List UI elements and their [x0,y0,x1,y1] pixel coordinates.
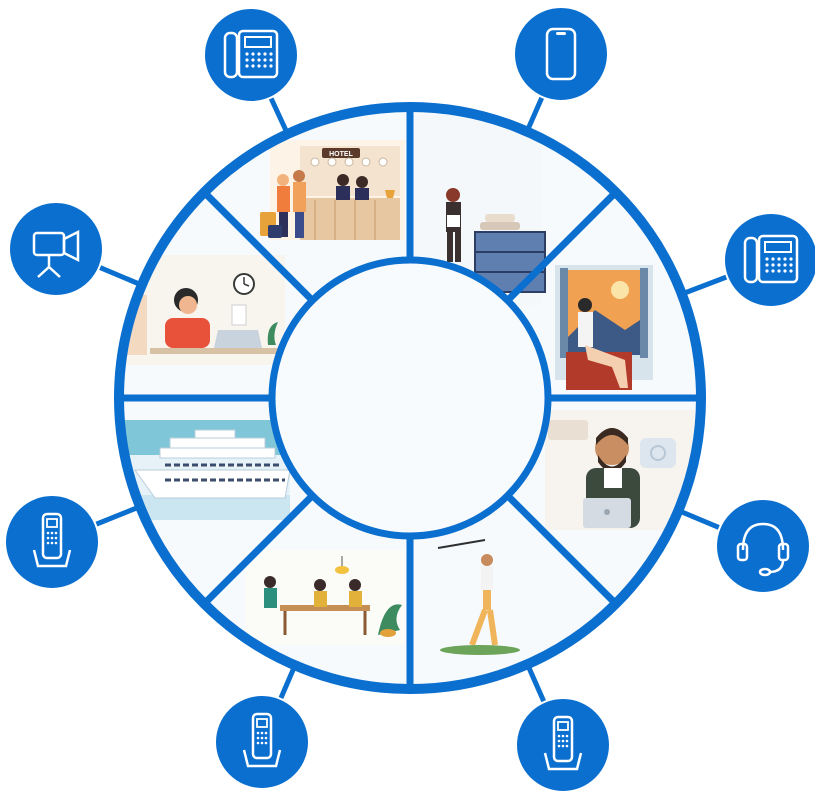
scene-golfer [412,530,552,680]
segment-separator [201,189,315,303]
device-node [214,694,310,790]
device-node [203,7,299,103]
scene-hotel-reception: HOTEL [260,140,405,240]
device-node [8,201,104,297]
device-node-circle [203,7,299,103]
device-node [4,494,100,590]
device-node [513,6,609,102]
outer-ring [114,102,706,694]
device-nodes [4,6,815,792]
device-node-circle [8,201,104,297]
hotel-sign [322,148,360,158]
device-node [515,697,611,792]
segment-separator [201,493,315,607]
scene-cruise-ship [121,420,291,520]
center-hub [268,256,552,540]
device-node-circle [723,212,815,308]
segment-separator [505,493,619,607]
device-node-circle [715,498,811,594]
scene-guest-window [555,265,653,390]
device-node [715,498,811,594]
scene-illustrations: HOTEL [121,115,695,680]
scene-call-center [545,410,695,530]
segment-separator [505,189,619,303]
device-node [723,212,815,308]
scene-restaurant [245,550,405,645]
hotel-sign-text: HOTEL [329,151,353,158]
ring-structure [114,102,706,694]
device-node-circle [513,6,609,102]
